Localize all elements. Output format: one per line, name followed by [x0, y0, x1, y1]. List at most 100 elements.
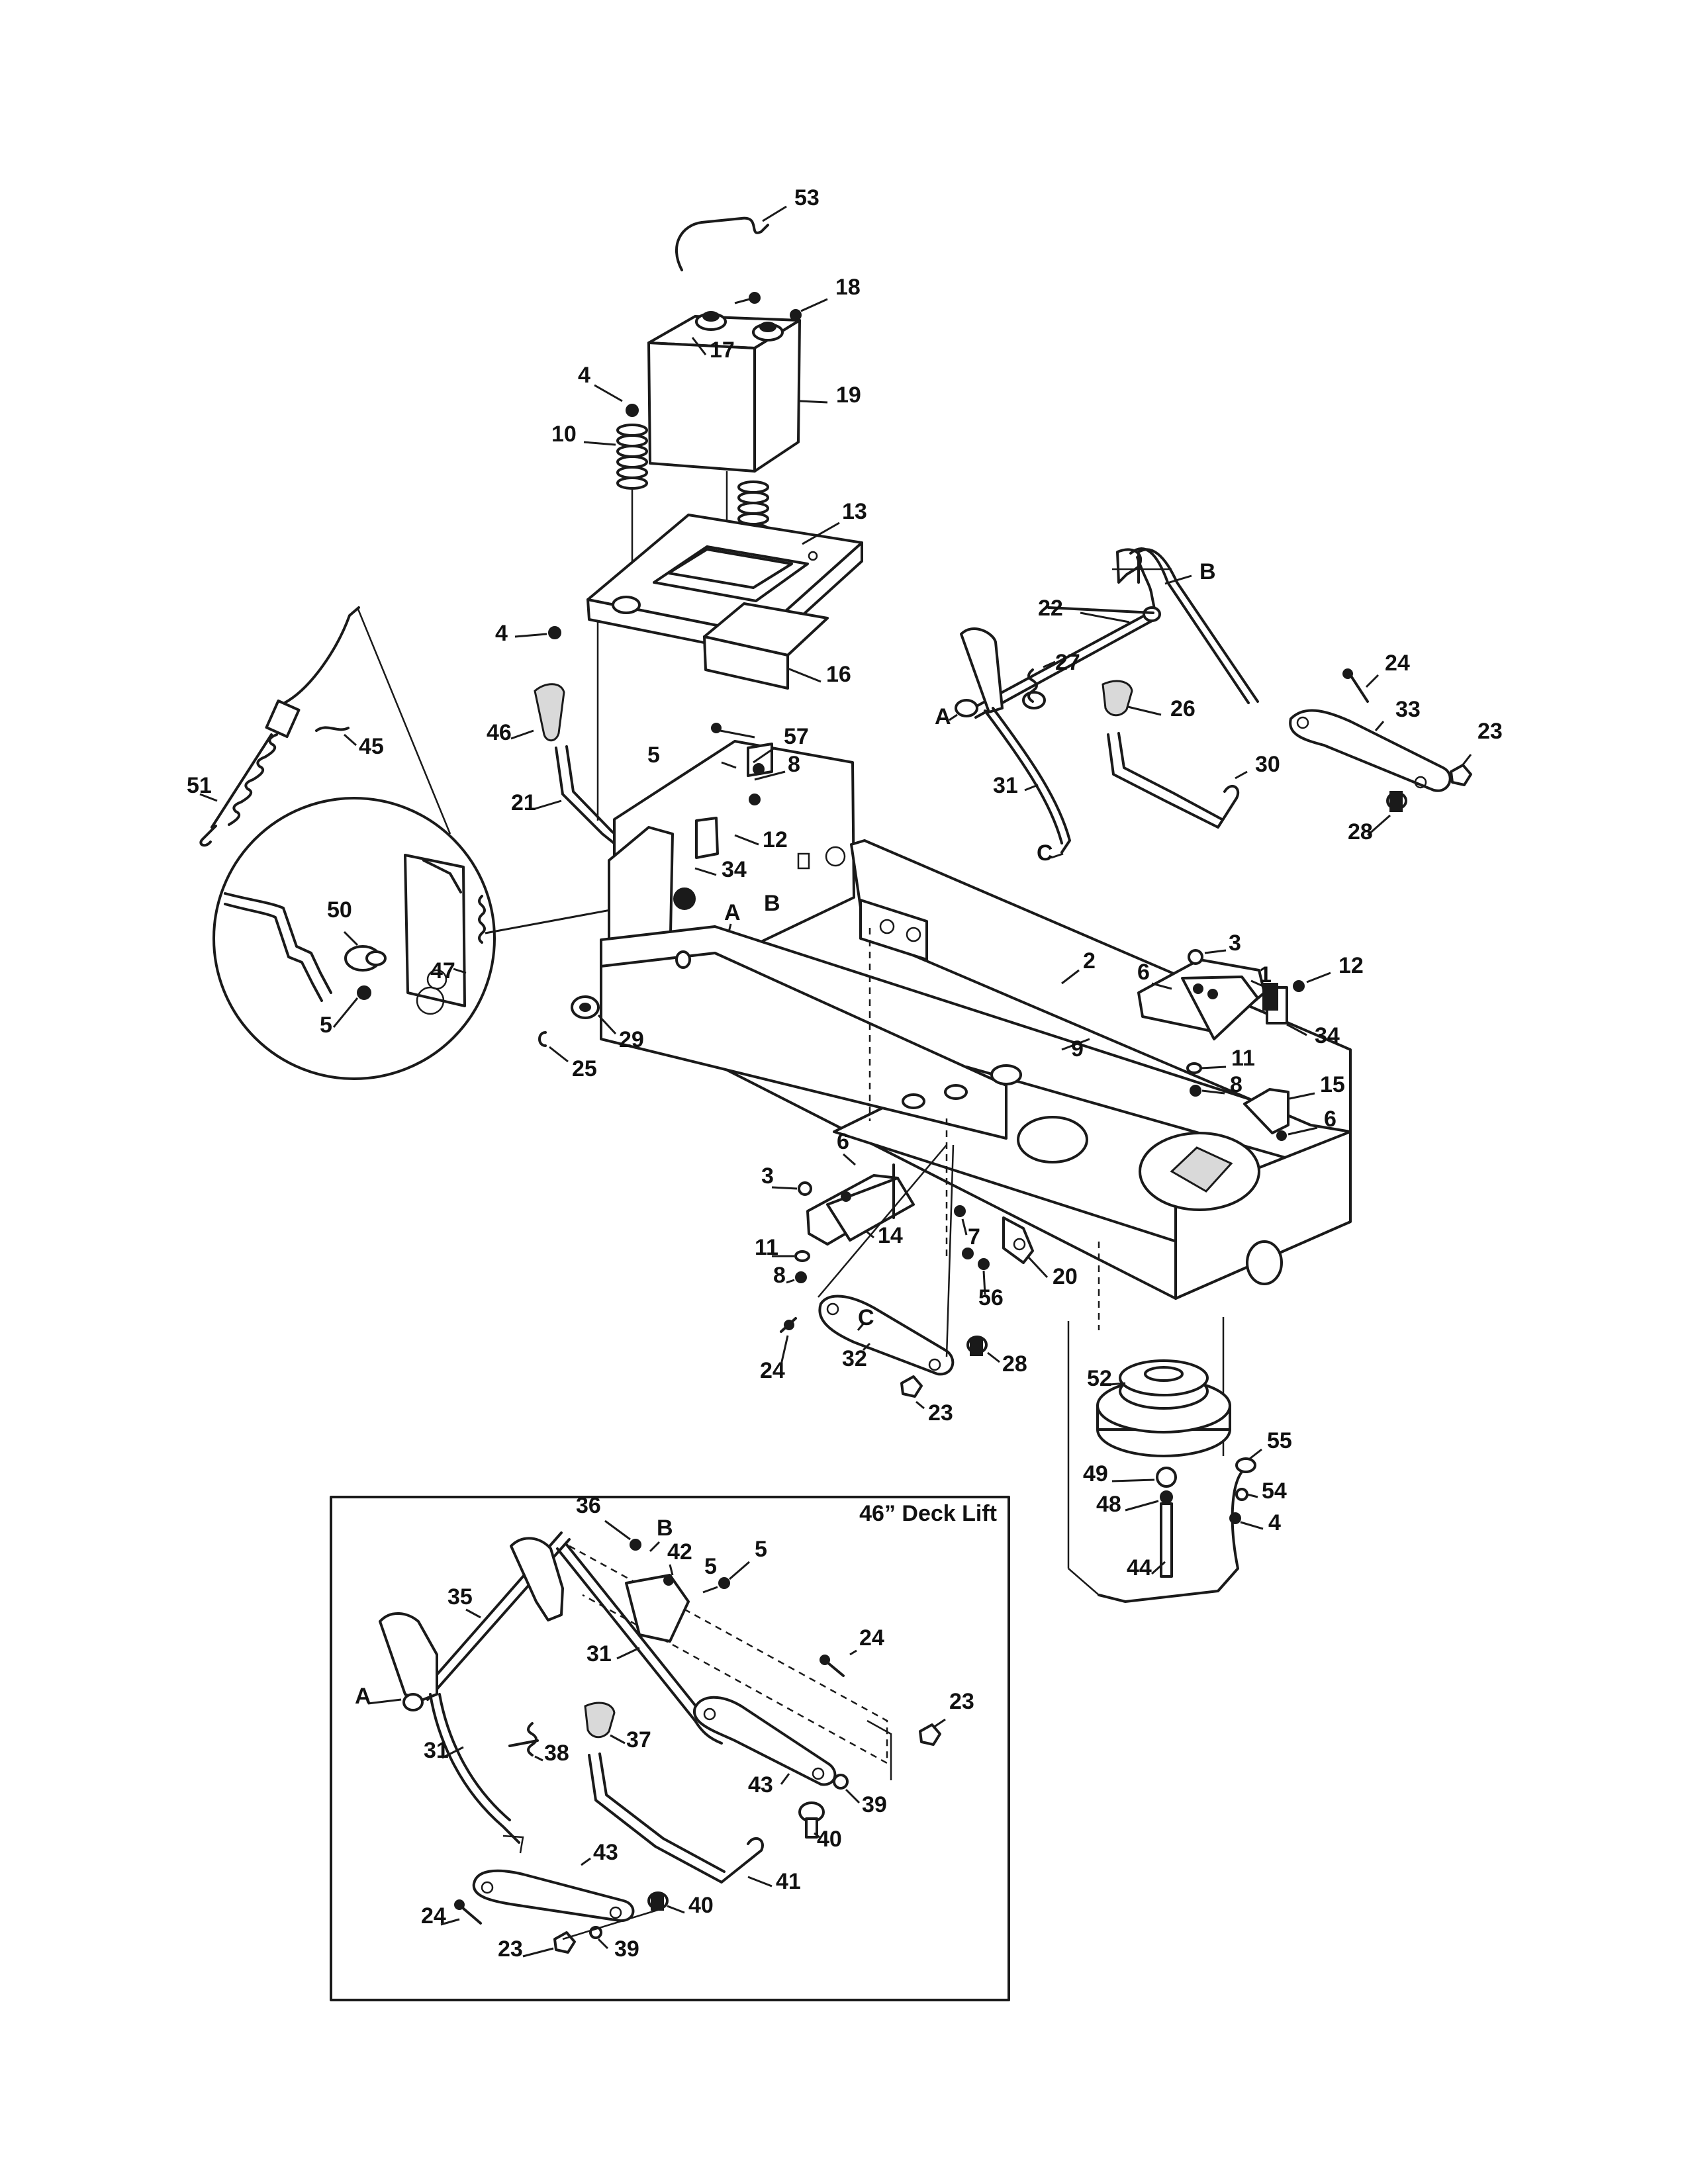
callout-c5c: 5 — [704, 1554, 717, 1579]
callout-c9: 9 — [1071, 1036, 1084, 1062]
callout-c7: 7 — [968, 1224, 980, 1250]
main-frame — [600, 839, 1352, 1569]
callout-c20: 20 — [1053, 1264, 1078, 1289]
callout-c14: 14 — [878, 1223, 903, 1248]
callout-cA2: A — [935, 704, 951, 729]
callout-c4b: 4 — [495, 621, 508, 646]
battery-tray — [514, 514, 863, 821]
callout-c40a: 40 — [817, 1827, 842, 1852]
callout-c35: 35 — [447, 1584, 473, 1610]
callout-c5b: 5 — [320, 1013, 332, 1038]
callout-c42: 42 — [667, 1539, 692, 1565]
inset-title: 46” Deck Lift — [859, 1501, 997, 1526]
callout-cB2: B — [1199, 559, 1216, 584]
front-bracket — [771, 1153, 1049, 1295]
callout-c8b: 8 — [1230, 1072, 1243, 1097]
callout-c19: 19 — [836, 383, 861, 408]
callout-c49: 49 — [1083, 1461, 1108, 1486]
callout-c29: 29 — [619, 1027, 644, 1052]
callout-c24a: 24 — [1385, 651, 1410, 676]
callout-cC1: C — [1037, 841, 1053, 866]
callout-c31a: 31 — [993, 773, 1018, 798]
callout-c23d: 23 — [498, 1936, 523, 1962]
callout-c38: 38 — [544, 1741, 569, 1766]
callout-c53a: 53 — [794, 185, 820, 210]
callout-c8c: 8 — [773, 1263, 786, 1288]
callout-c10: 10 — [551, 422, 577, 447]
callout-c31b: 31 — [586, 1641, 612, 1666]
callout-c4c: 4 — [1268, 1510, 1281, 1535]
callout-c24d: 24 — [421, 1903, 446, 1929]
callout-c3a: 3 — [1229, 931, 1241, 956]
lift-link — [780, 1144, 1000, 1410]
callout-c28b: 28 — [1002, 1351, 1027, 1377]
callout-c27: 27 — [1055, 650, 1080, 675]
callout-cB1: B — [764, 891, 780, 916]
callout-c32: 32 — [842, 1346, 867, 1371]
callout-c52: 52 — [1087, 1366, 1112, 1391]
callout-c21: 21 — [511, 790, 536, 815]
callout-c45: 45 — [359, 734, 384, 759]
callout-c48: 48 — [1096, 1492, 1121, 1517]
callout-c39b: 39 — [614, 1936, 639, 1962]
callout-c36: 36 — [576, 1493, 601, 1518]
callout-c51: 51 — [187, 773, 212, 798]
callout-c11b: 11 — [755, 1235, 778, 1260]
callout-c23a: 23 — [1477, 719, 1503, 744]
callout-c34b: 34 — [1315, 1023, 1340, 1048]
callout-c41: 41 — [776, 1869, 801, 1894]
callout-c46: 46 — [487, 720, 512, 745]
deck-lift-inset — [330, 1496, 1010, 2001]
brake-spring — [199, 606, 451, 847]
callout-c55: 55 — [1267, 1428, 1292, 1453]
callout-c6c: 6 — [837, 1129, 849, 1154]
callout-c40b: 40 — [688, 1893, 714, 1918]
callout-c56: 56 — [978, 1285, 1004, 1310]
rear-bracket — [1137, 949, 1331, 1141]
callout-c17: 17 — [710, 338, 735, 363]
battery-hold-down-rod — [675, 205, 787, 271]
callout-c50: 50 — [327, 897, 352, 923]
callout-c23b: 23 — [928, 1400, 953, 1426]
callout-c5a: 5 — [647, 743, 660, 768]
callout-c2: 2 — [1083, 948, 1096, 974]
callout-c5d: 5 — [755, 1537, 767, 1562]
callout-c47: 47 — [430, 958, 455, 983]
callout-c23c: 23 — [949, 1689, 974, 1714]
callout-c4a: 4 — [578, 363, 590, 388]
callout-c1: 1 — [1259, 962, 1272, 987]
lift-shaft-assembly — [949, 547, 1472, 859]
callout-c24c: 24 — [859, 1625, 884, 1651]
callout-c44: 44 — [1127, 1555, 1152, 1580]
callout-c15: 15 — [1320, 1072, 1345, 1097]
callout-c28a: 28 — [1348, 819, 1373, 844]
callout-cA1: A — [724, 900, 741, 925]
callout-c16: 16 — [826, 662, 851, 687]
pulley-assembly — [1068, 1359, 1264, 1603]
callout-c24b: 24 — [760, 1358, 785, 1383]
callout-c13: 13 — [842, 499, 867, 524]
callout-c22: 22 — [1038, 596, 1063, 621]
detail-view — [212, 797, 636, 1080]
callout-cA3: A — [355, 1684, 371, 1709]
callout-c18: 18 — [835, 275, 861, 300]
callout-c54: 54 — [1262, 1479, 1287, 1504]
callout-c12b: 12 — [1338, 953, 1364, 978]
callout-c30: 30 — [1255, 752, 1280, 777]
callout-c12a: 12 — [763, 827, 788, 852]
callout-c6a: 6 — [1137, 960, 1150, 985]
callout-c43a: 43 — [748, 1772, 773, 1797]
callout-c33: 33 — [1395, 697, 1421, 722]
callout-c8a: 8 — [788, 752, 800, 777]
spacer-clip — [538, 995, 617, 1063]
callout-c6b: 6 — [1324, 1107, 1336, 1132]
battery — [647, 292, 828, 473]
callout-c3b: 3 — [761, 1163, 774, 1189]
callout-cC2: C — [858, 1305, 874, 1330]
callout-c26: 26 — [1170, 696, 1196, 721]
callout-c25: 25 — [572, 1056, 597, 1081]
callout-c57: 57 — [784, 724, 809, 749]
callout-c11a: 11 — [1231, 1046, 1255, 1071]
